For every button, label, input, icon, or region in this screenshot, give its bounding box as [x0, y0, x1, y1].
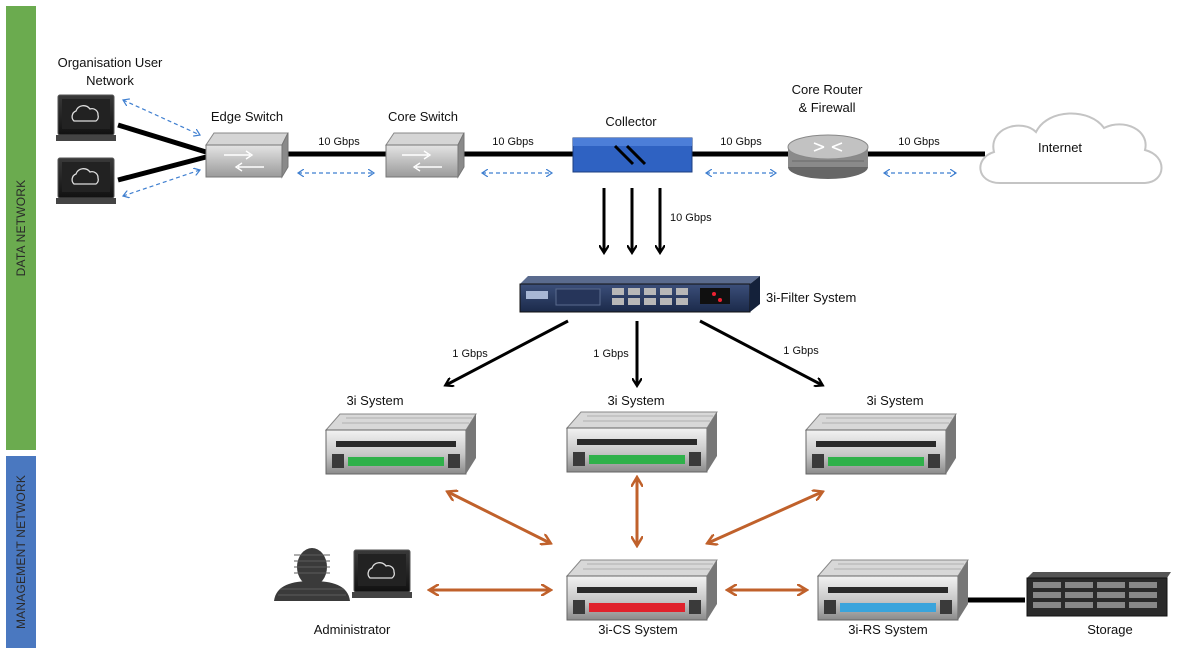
server-icon [816, 559, 969, 621]
server-icon [565, 559, 718, 621]
system-left-label: 3i System [346, 393, 404, 408]
system-right-label: 3i System [866, 393, 924, 408]
server-icon [804, 413, 957, 475]
storage-label: Storage [1087, 622, 1133, 637]
speed-edge-core: 10 Gbps [318, 136, 360, 148]
person-icon [274, 548, 350, 601]
filter-appliance-icon [519, 276, 760, 313]
laptop-icon [56, 157, 116, 204]
speed-collector-router: 10 Gbps [720, 136, 762, 148]
user-network-label: Organisation User Network [57, 55, 163, 88]
switch-icon [385, 132, 465, 179]
data-network-band: DATA NETWORK [6, 6, 36, 450]
cloud-icon [979, 112, 1163, 184]
system-mid-label: 3i System [607, 393, 665, 408]
server-icon [324, 413, 477, 475]
speed-filter-right: 1 Gbps [783, 345, 819, 357]
management-arrows [430, 478, 822, 590]
flow-arrows [123, 100, 956, 196]
arrow-to-left-system [446, 319, 569, 385]
management-network-band: MANAGEMENT NETWORK [6, 456, 36, 648]
switch-icon [205, 132, 289, 179]
server-icon [565, 411, 718, 473]
core-router-label: Core Router & Firewall [791, 82, 863, 115]
collector-label: Collector [605, 114, 657, 129]
laptop-icon [352, 549, 412, 598]
flow-arrow-user-top [123, 100, 200, 135]
edge-switch-label: Edge Switch [210, 109, 284, 124]
user-edge-link-top [117, 122, 207, 155]
mgmt-arrow-left-system [448, 492, 550, 543]
speed-filter-left: 1 Gbps [452, 348, 488, 360]
user-edge-link-bottom [117, 154, 207, 183]
mgmt-arrow-right-system [708, 492, 822, 543]
cs-system-label: 3i-CS System [598, 622, 678, 637]
speed-core-collector: 10 Gbps [492, 136, 534, 148]
laptop-icon [56, 94, 116, 141]
speed-filter-mid: 1 Gbps [593, 348, 629, 360]
router-icon [787, 134, 869, 179]
internet-label: Internet [1037, 140, 1083, 155]
collector-icon [572, 137, 693, 173]
filter-system-label: 3i-Filter System [766, 290, 857, 305]
administrator-label: Administrator [313, 622, 391, 637]
core-switch-label: Core Switch [387, 109, 459, 124]
speed-collector-filter: 10 Gbps [670, 212, 712, 224]
speed-router-internet: 10 Gbps [898, 136, 940, 148]
storage-icon [1026, 572, 1171, 617]
data-links [117, 122, 1025, 603]
filter-system-arrows [446, 319, 822, 385]
arrow-to-right-system [699, 319, 822, 385]
rs-system-label: 3i-RS System [848, 622, 928, 637]
collector-filter-arrows [604, 188, 660, 252]
